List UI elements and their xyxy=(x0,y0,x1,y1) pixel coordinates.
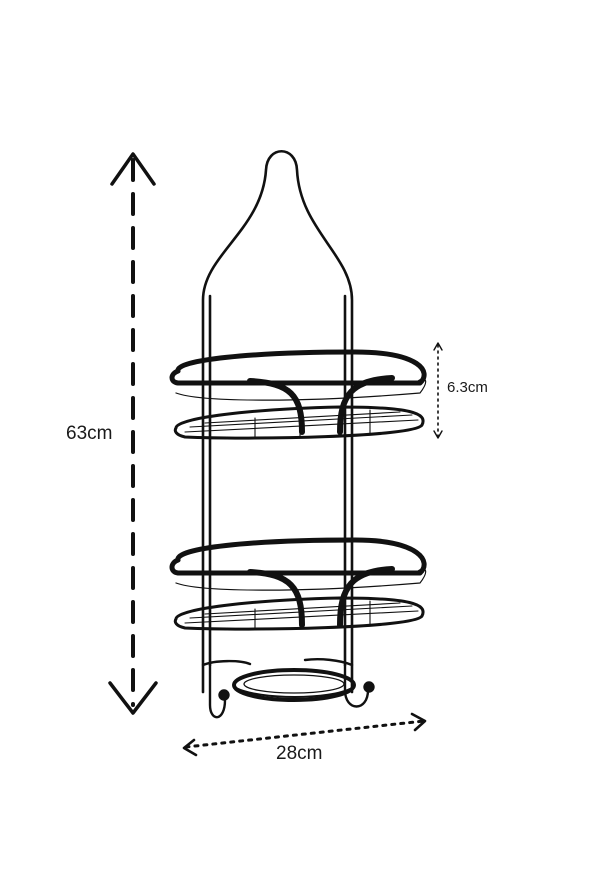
height-arrow xyxy=(108,152,158,715)
lower-shelf xyxy=(169,537,427,631)
width-arrow xyxy=(182,712,427,757)
right-hook xyxy=(343,663,375,708)
shelf-depth-label: 6.3cm xyxy=(447,379,488,396)
shelf-depth-arrow xyxy=(433,342,443,439)
width-label: 28cm xyxy=(276,743,323,764)
left-hook xyxy=(208,663,230,719)
height-label: 63cm xyxy=(66,423,113,444)
upper-shelf xyxy=(169,349,427,440)
